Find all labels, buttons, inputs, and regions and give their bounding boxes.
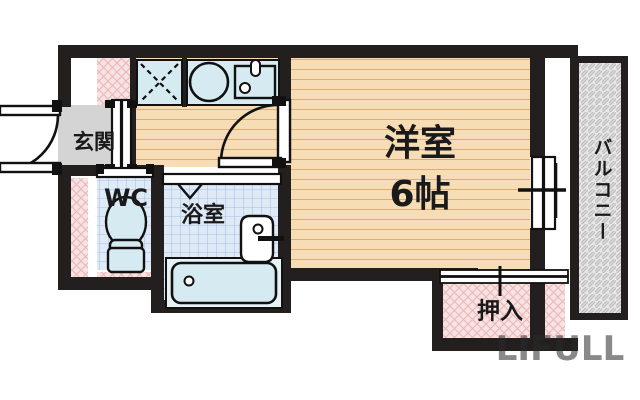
bathtub-icon xyxy=(170,261,278,305)
closet-label: 押入 xyxy=(477,299,523,325)
toilet-door[interactable] xyxy=(95,164,155,179)
corridor-floor xyxy=(130,105,282,167)
balcony-sliding-window[interactable] xyxy=(518,155,566,231)
washbasin-drain-icon xyxy=(252,223,264,235)
room-labels: 洋室 6帖 玄関 WC 浴室 押入 バルコニー xyxy=(73,123,613,325)
wall-corridor-left xyxy=(130,107,136,167)
bathroom-label: 浴室 xyxy=(181,202,225,228)
wall-right-lower xyxy=(530,228,545,351)
faucet-icon xyxy=(250,59,261,77)
closet-upper-left xyxy=(97,57,130,105)
closet-sliding-door[interactable] xyxy=(439,266,569,296)
balcony-frame-top xyxy=(570,56,628,63)
balcony-frame-bottom xyxy=(570,313,628,320)
toilet-tank-icon xyxy=(106,246,146,274)
wall-right-upper xyxy=(530,45,545,157)
wall-wc-right xyxy=(151,165,164,312)
sink-drain-icon xyxy=(239,82,251,94)
sink-bowl-icon xyxy=(188,61,230,103)
toilet-label: WC xyxy=(104,184,148,212)
washbasin-spout-icon xyxy=(258,236,284,241)
main-room-floor xyxy=(282,57,530,270)
wall-corridor-right-top xyxy=(278,57,291,99)
wall-bottom-left xyxy=(58,277,158,290)
wall-main-bottom xyxy=(278,268,478,281)
balcony-floor xyxy=(578,62,624,320)
toilet-fixtures xyxy=(104,195,148,274)
kitchen-fixtures xyxy=(136,59,280,106)
wall-top xyxy=(58,45,578,58)
watermark: LIFULL xyxy=(496,329,624,369)
wall-kitchen-div-1 xyxy=(130,57,136,107)
main-room-label-line2: 6帖 xyxy=(389,174,450,215)
balcony-frame-right xyxy=(621,56,628,320)
bathroom-door[interactable] xyxy=(161,172,283,200)
balcony-label: バルコニー xyxy=(591,137,613,242)
bathtub-drain-icon xyxy=(183,275,195,287)
main-room-label-line1: 洋室 xyxy=(384,123,456,164)
balcony-frame-left xyxy=(570,56,579,320)
bathroom-fixtures xyxy=(165,214,284,309)
main-room-swing-door[interactable] xyxy=(217,96,292,169)
entrance-label: 玄関 xyxy=(73,130,115,154)
wall-closet-left xyxy=(432,268,443,350)
wall-left-upper xyxy=(58,45,71,107)
entrance-swing-door[interactable] xyxy=(0,100,62,175)
wall-kitchen-div-2 xyxy=(182,57,187,107)
doors[interactable] xyxy=(0,96,569,296)
wall-left-lower xyxy=(58,165,71,290)
washbasin-icon xyxy=(239,214,275,264)
